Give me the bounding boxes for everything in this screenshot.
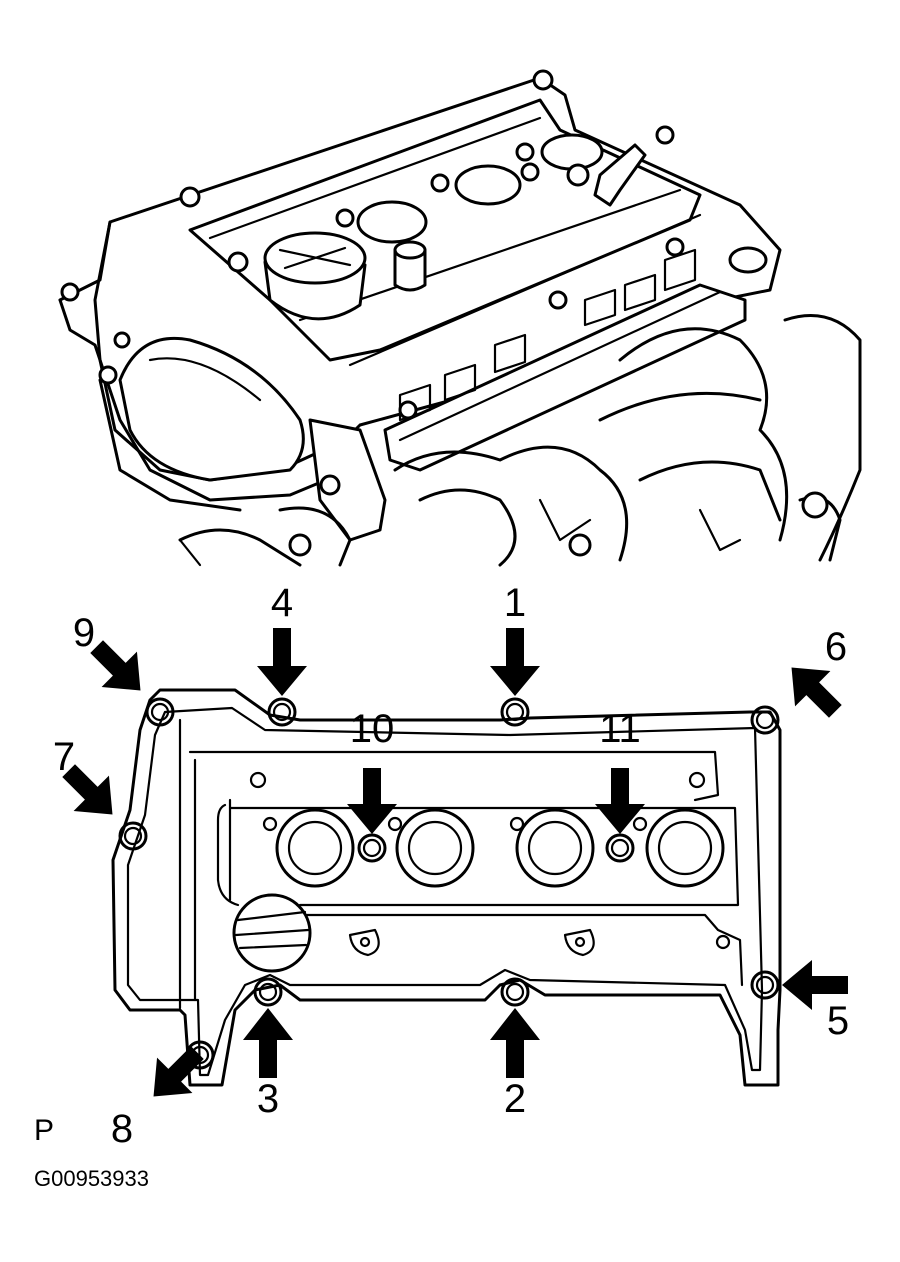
label-10: 10 — [350, 707, 395, 751]
top-bolts — [60, 69, 685, 496]
label-2: 2 — [504, 1077, 526, 1121]
bolt-9 — [145, 697, 175, 727]
plan-plug-holes — [275, 808, 725, 888]
gasket-inner — [126, 706, 764, 1077]
label-5: 5 — [827, 999, 849, 1043]
arrow-8 — [153, 1046, 204, 1097]
oil-filler-cap — [263, 231, 367, 321]
tightening-arrows — [62, 628, 848, 1097]
bolt-7 — [118, 821, 148, 851]
label-11: 11 — [599, 707, 641, 751]
bolt-2 — [500, 977, 530, 1007]
label-4: 4 — [271, 581, 293, 625]
arrow-11 — [595, 768, 645, 834]
label-3: 3 — [257, 1077, 279, 1121]
bolt-number-labels: 1 2 3 4 5 6 7 8 9 10 11 — [53, 581, 849, 1151]
engine-illustration — [0, 69, 900, 582]
label-8: 8 — [111, 1107, 133, 1151]
bolt-1 — [500, 697, 530, 727]
valve-cover-plan-view — [111, 688, 782, 1087]
arrow-4 — [257, 628, 307, 696]
figure-id: G00953933 — [34, 1166, 149, 1191]
arrow-6 — [791, 667, 842, 718]
bolt-5 — [750, 970, 780, 1000]
plug-hole — [540, 133, 604, 171]
plan-bolts — [118, 697, 780, 1070]
plug-hole — [356, 200, 428, 244]
gasket-outer — [111, 688, 782, 1087]
arrow-5 — [782, 960, 848, 1010]
label-7: 7 — [53, 735, 75, 779]
plan-oil-filler — [232, 893, 312, 973]
label-1: 1 — [504, 581, 526, 625]
view-letter: P — [34, 1114, 54, 1147]
arrow-9 — [90, 640, 141, 691]
arrow-2 — [490, 1008, 540, 1078]
bolt-10 — [357, 833, 387, 863]
arrow-3 — [243, 1008, 293, 1078]
arrow-7 — [62, 764, 113, 815]
plug-hole — [454, 164, 522, 206]
bolt-6 — [750, 705, 780, 735]
arrow-1 — [490, 628, 540, 696]
bolt-11 — [605, 833, 635, 863]
label-6: 6 — [825, 625, 847, 669]
bolt-4 — [267, 697, 297, 727]
arrow-10 — [347, 768, 397, 834]
label-9: 9 — [73, 611, 95, 655]
bolt-3 — [253, 977, 283, 1007]
